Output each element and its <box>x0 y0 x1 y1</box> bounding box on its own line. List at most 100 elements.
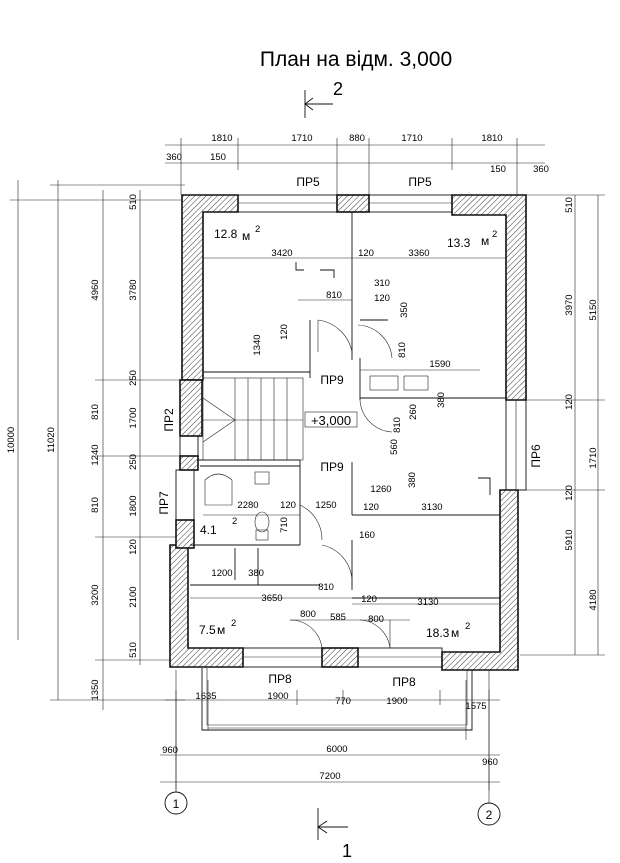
top-dimensions: 1810 1710 880 1710 1810 360 150 150 360 <box>165 133 549 195</box>
dim-3130b: 3130 <box>417 597 438 608</box>
axis-1-label: 1 <box>173 797 180 811</box>
dim-left-1350: 1350 <box>90 679 101 700</box>
dim-3650: 3650 <box>261 593 282 604</box>
area-se-value: 18.3 <box>426 626 450 640</box>
dim-bottom-1635: 1635 <box>195 691 216 702</box>
dim-310: 310 <box>374 278 390 289</box>
dim-1260: 1260 <box>370 484 391 495</box>
dim-right-120b: 120 <box>564 485 575 501</box>
dim-ne-width: 3360 <box>408 248 429 259</box>
dim-left-2100: 2100 <box>128 586 139 607</box>
dim-top-360-left: 360 <box>166 152 182 163</box>
area-ne-value: 13.3 <box>447 236 471 250</box>
dim-left-810b: 810 <box>90 497 101 513</box>
area-se-unit: м <box>451 626 459 640</box>
opening-top-left: ПР5 <box>296 175 320 189</box>
dim-left-overall2: 11020 <box>46 427 57 453</box>
dim-right-3970: 3970 <box>564 294 575 315</box>
dim-710: 710 <box>279 517 290 533</box>
dim-left-1800: 1800 <box>128 495 139 516</box>
interior-walls <box>190 212 506 599</box>
dim-left-250a: 250 <box>128 370 139 386</box>
dim-left-overall: 10000 <box>6 427 17 453</box>
opening-hall-lower: ПР9 <box>320 460 344 474</box>
area-sw-value: 7.5 <box>199 623 216 637</box>
section-marker-bottom: 1 <box>317 808 352 861</box>
dim-350: 350 <box>399 302 410 318</box>
opening-bottom-left: ПР8 <box>268 672 292 686</box>
dim-left-510b: 510 <box>128 642 139 658</box>
axis-2-label: 2 <box>486 808 493 822</box>
right-dimensions: 510 3970 120 1710 120 4180 5150 5910 <box>520 194 605 656</box>
section-bottom-label: 1 <box>342 841 352 861</box>
dim-left-1240: 1240 <box>90 444 101 465</box>
dim-top-150-right: 150 <box>490 164 506 175</box>
dim-bottom-1900a: 1900 <box>267 691 288 702</box>
room-area-wc: 4.1 2 <box>200 516 237 537</box>
room-area-se: 18.3 м 2 <box>426 621 470 640</box>
room-area-nw: 12.8 м 2 <box>214 224 260 243</box>
dim-120a: 120 <box>374 293 390 304</box>
dim-380b: 380 <box>407 472 418 488</box>
dim-380a: 380 <box>436 392 447 408</box>
dim-left-1700: 1700 <box>128 407 139 428</box>
dim-nw-width: 3420 <box>271 248 292 259</box>
dim-top-3: 880 <box>349 133 365 144</box>
room-area-ne: 13.3 м 2 <box>447 229 497 250</box>
dim-right-5910: 5910 <box>564 529 575 550</box>
dim-left-120: 120 <box>128 539 139 555</box>
dim-top-1: 1810 <box>211 133 232 144</box>
dim-bottom-6000: 6000 <box>326 744 347 755</box>
dim-2280: 2280 <box>237 500 258 511</box>
dim-left-810a: 810 <box>90 404 101 420</box>
dim-bottom-1900b: 1900 <box>386 696 407 707</box>
area-ne-unit: м <box>481 234 489 248</box>
dim-1340: 1340 <box>252 334 263 355</box>
dim-bottom-1575: 1575 <box>465 701 486 712</box>
dim-800b: 800 <box>368 614 384 625</box>
dim-585: 585 <box>330 612 346 623</box>
dim-top-4: 1710 <box>401 133 422 144</box>
windows <box>175 194 527 668</box>
area-wc-value: 4.1 <box>200 523 217 537</box>
area-se-sup: 2 <box>465 621 470 632</box>
area-nw-value: 12.8 <box>214 227 238 241</box>
area-ne-sup: 2 <box>492 229 497 240</box>
dim-bottom-770: 770 <box>335 696 351 707</box>
dim-bottom-7200: 7200 <box>319 771 340 782</box>
exterior-walls <box>169 194 527 671</box>
dim-ne-120: 120 <box>358 248 374 259</box>
dim-120d: 120 <box>363 502 379 513</box>
dim-right-4180: 4180 <box>588 589 599 610</box>
room-area-sw: 7.5 м 2 <box>199 618 236 637</box>
area-wc-sup: 2 <box>232 516 237 527</box>
left-dimensions: 10000 11020 4960 810 1240 810 3200 1350 … <box>6 180 185 710</box>
opening-right: ПР6 <box>529 444 543 468</box>
dim-bottom-960b: 960 <box>482 757 498 768</box>
staircase <box>202 377 304 461</box>
level-label: +3,000 <box>311 413 351 428</box>
dim-810c: 810 <box>392 417 403 433</box>
dim-top-150-left: 150 <box>210 152 226 163</box>
dim-right-5150: 5150 <box>588 299 599 320</box>
dim-bottom-960a: 960 <box>162 745 178 756</box>
dim-260: 260 <box>408 404 419 420</box>
opening-top-right: ПР5 <box>408 175 432 189</box>
dim-left-3200: 3200 <box>90 584 101 605</box>
opening-left-upper: ПР2 <box>162 408 176 432</box>
dim-120b: 120 <box>279 324 290 340</box>
area-sw-unit: м <box>217 623 225 637</box>
section-top-label: 2 <box>333 79 343 99</box>
dim-1250: 1250 <box>315 500 336 511</box>
dim-3130a: 3130 <box>421 502 442 513</box>
dim-right-120a: 120 <box>564 394 575 410</box>
section-marker-top: 2 <box>304 79 343 118</box>
dim-120e: 120 <box>361 594 377 605</box>
dim-380c: 380 <box>248 568 264 579</box>
dim-160: 160 <box>359 530 375 541</box>
dim-810a: 810 <box>326 290 342 301</box>
dim-1200: 1200 <box>211 568 232 579</box>
dim-800a: 800 <box>300 609 316 620</box>
bottom-dimensions: 1635 1900 770 1900 1575 960 6000 960 720… <box>160 680 500 790</box>
